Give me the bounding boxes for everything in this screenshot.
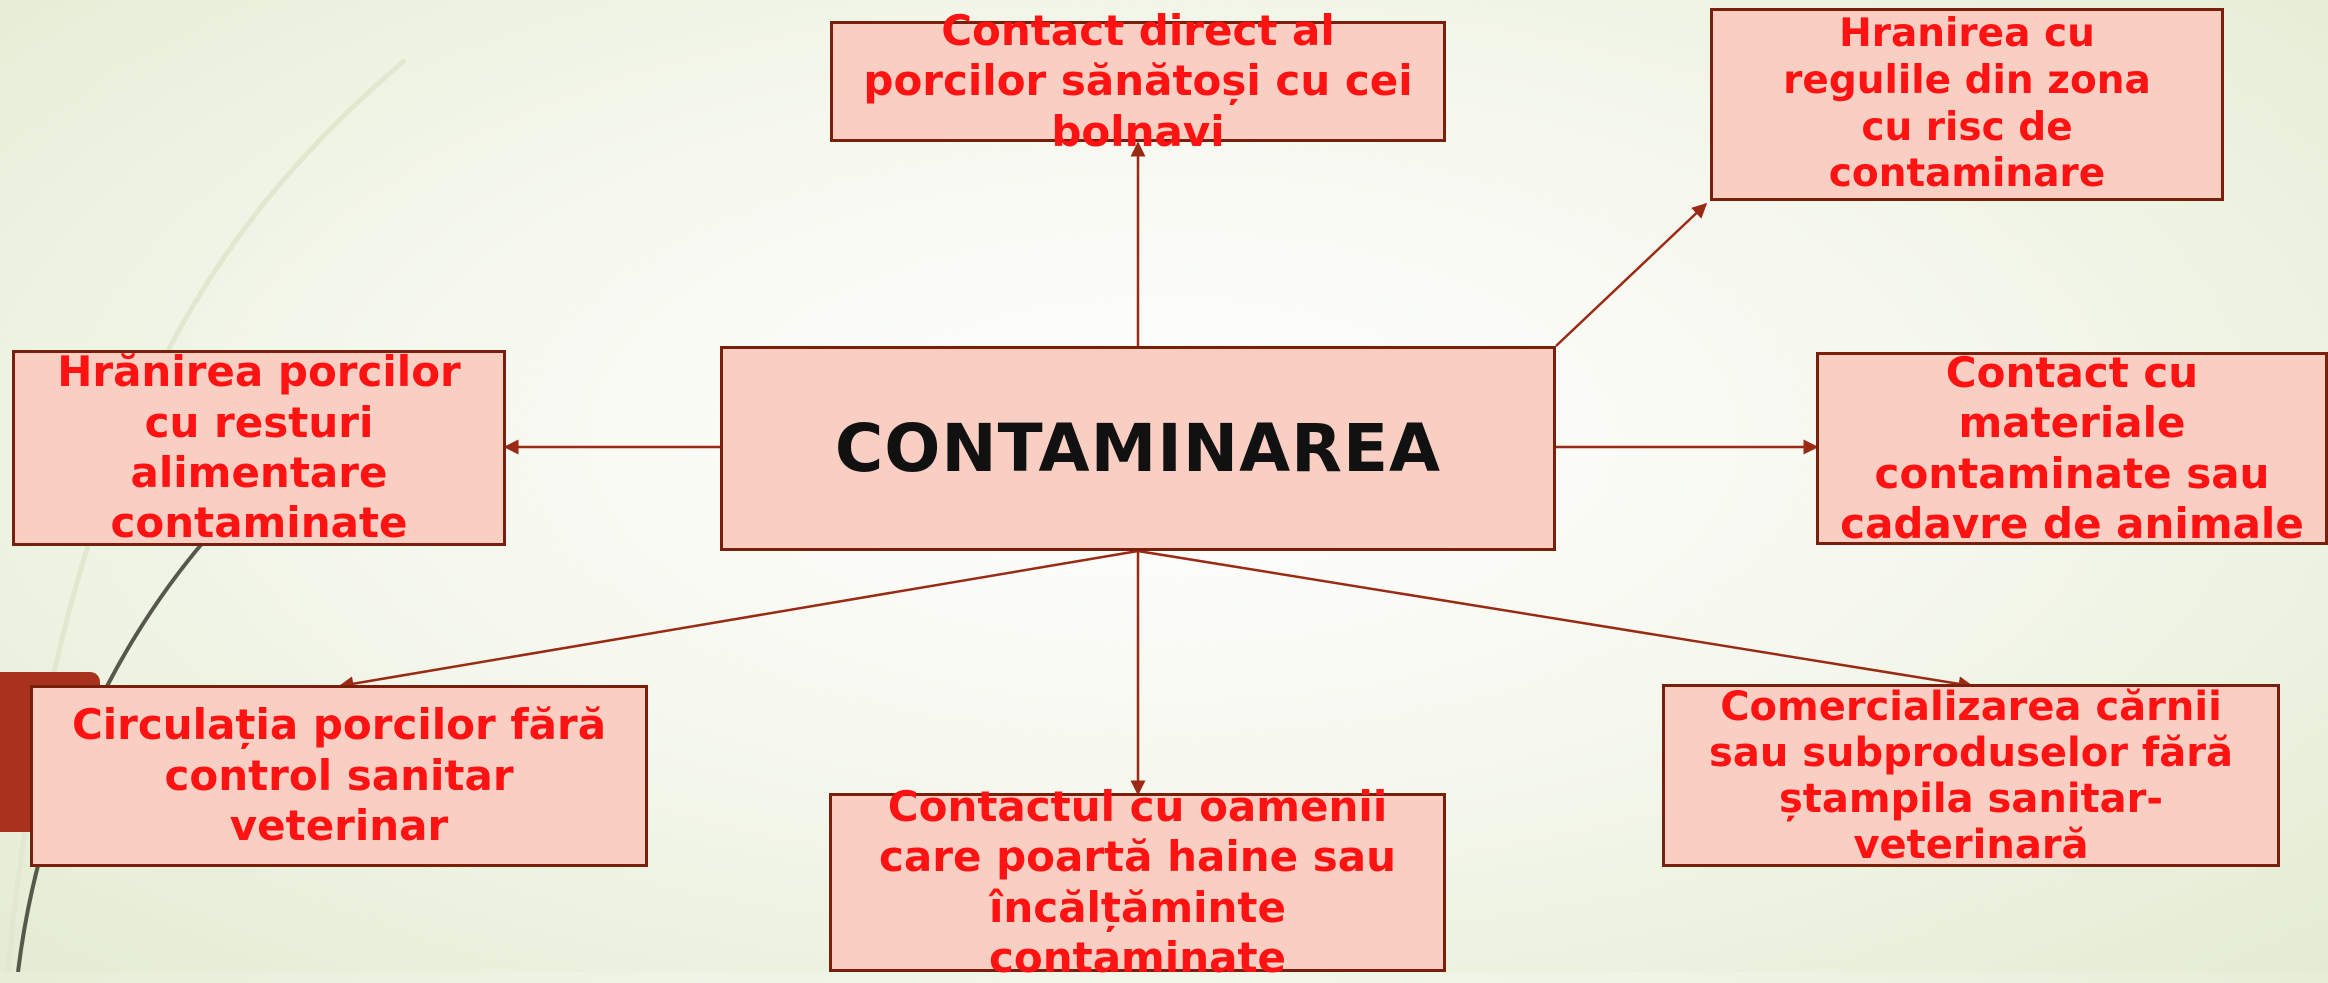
arrow-to-top-right (1555, 202, 1708, 347)
node-bottom-right: Comercializarea cărnii sau subproduselor… (1662, 683, 2280, 868)
node-right-label: Contact cu materiale contaminate sau cad… (1840, 347, 2304, 548)
node-top-right: Hranirea cu regulile din zona cu risc de… (1710, 8, 2224, 201)
center-node-label: CONTAMINAREA (834, 409, 1442, 487)
node-left: Hrănirea porcilor cu resturi alimentare … (12, 347, 506, 548)
node-bottom-right-label: Comercializarea cărnii sau subproduselor… (1709, 683, 2233, 868)
arrow-to-bottom-left (338, 549, 1139, 692)
center-node: CONTAMINAREA (720, 346, 1556, 551)
node-top-right-label: Hranirea cu regulile din zona cu risc de… (1783, 10, 2151, 197)
node-right: Contact cu materiale contaminate sau cad… (1816, 348, 2328, 548)
node-top-label: Contact direct al porcilor sănătoși cu c… (863, 5, 1413, 156)
node-bottom-label: Contactul cu oamenii care poartă haine s… (879, 781, 1396, 982)
node-left-label: Hrănirea porcilor cu resturi alimentare … (57, 347, 461, 548)
arrow-to-bottom-right (1137, 549, 1974, 692)
node-bottom: Contactul cu oamenii care poartă haine s… (829, 782, 1446, 982)
node-bottom-left-label: Circulația porcilor fără control sanitar… (71, 700, 607, 851)
node-bottom-left: Circulația porcilor fără control sanitar… (30, 685, 648, 867)
node-top: Contact direct al porcilor sănătoși cu c… (830, 6, 1446, 156)
